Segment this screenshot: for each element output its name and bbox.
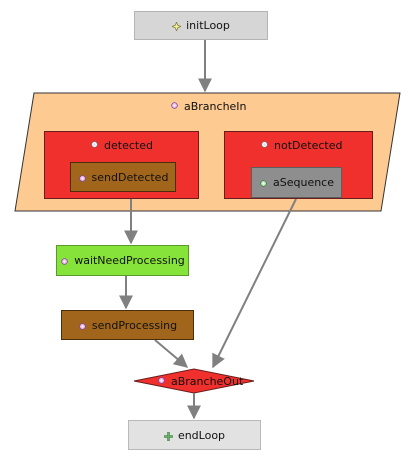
detected-label: detected [104, 139, 153, 152]
plus-cross-icon [163, 431, 174, 441]
endloop-node[interactable]: endLoop [128, 420, 261, 450]
gear-star-icon [260, 139, 269, 152]
asequence-label: aSequence [273, 176, 334, 189]
abranchein-title: aBrancheIn [170, 100, 247, 113]
senddetected-label: sendDetected [91, 170, 169, 184]
gear-star-icon [78, 321, 87, 330]
waitneedprocessing-node[interactable]: waitNeedProcessing [56, 245, 189, 276]
gear-star-icon [170, 100, 179, 113]
gear-star-icon [78, 173, 87, 182]
abranchein-label: aBrancheIn [184, 100, 247, 113]
connector-asequence-to-abrancheout [212, 198, 297, 369]
initloop-label: initLoop [186, 19, 230, 32]
abrancheout-title: aBrancheOut [157, 375, 243, 388]
notdetected-label: notDetected [274, 139, 343, 152]
abrancheout-label: aBrancheOut [171, 375, 244, 388]
waitneedprocessing-label: waitNeedProcessing [74, 254, 185, 267]
abrancheout-diamond[interactable] [133, 368, 255, 394]
gear-star-icon [90, 139, 99, 152]
initloop-node[interactable]: initLoop [134, 11, 268, 40]
gear-star-icon [259, 178, 268, 187]
notdetected-title: notDetected [260, 139, 342, 152]
sendprocessing-label: sendProcessing [91, 318, 178, 332]
gear-star-icon [157, 375, 166, 388]
endloop-label: endLoop [177, 428, 226, 442]
connector-sendprocessing-to-abrancheout [154, 339, 189, 368]
gear-star-icon [60, 256, 69, 265]
detected-title: detected [90, 139, 153, 152]
senddetected-node[interactable]: sendDetected [70, 162, 176, 192]
star-outline-icon [171, 20, 183, 33]
sendprocessing-node[interactable]: sendProcessing [61, 310, 194, 340]
asequence-node[interactable]: aSequence [251, 167, 342, 198]
